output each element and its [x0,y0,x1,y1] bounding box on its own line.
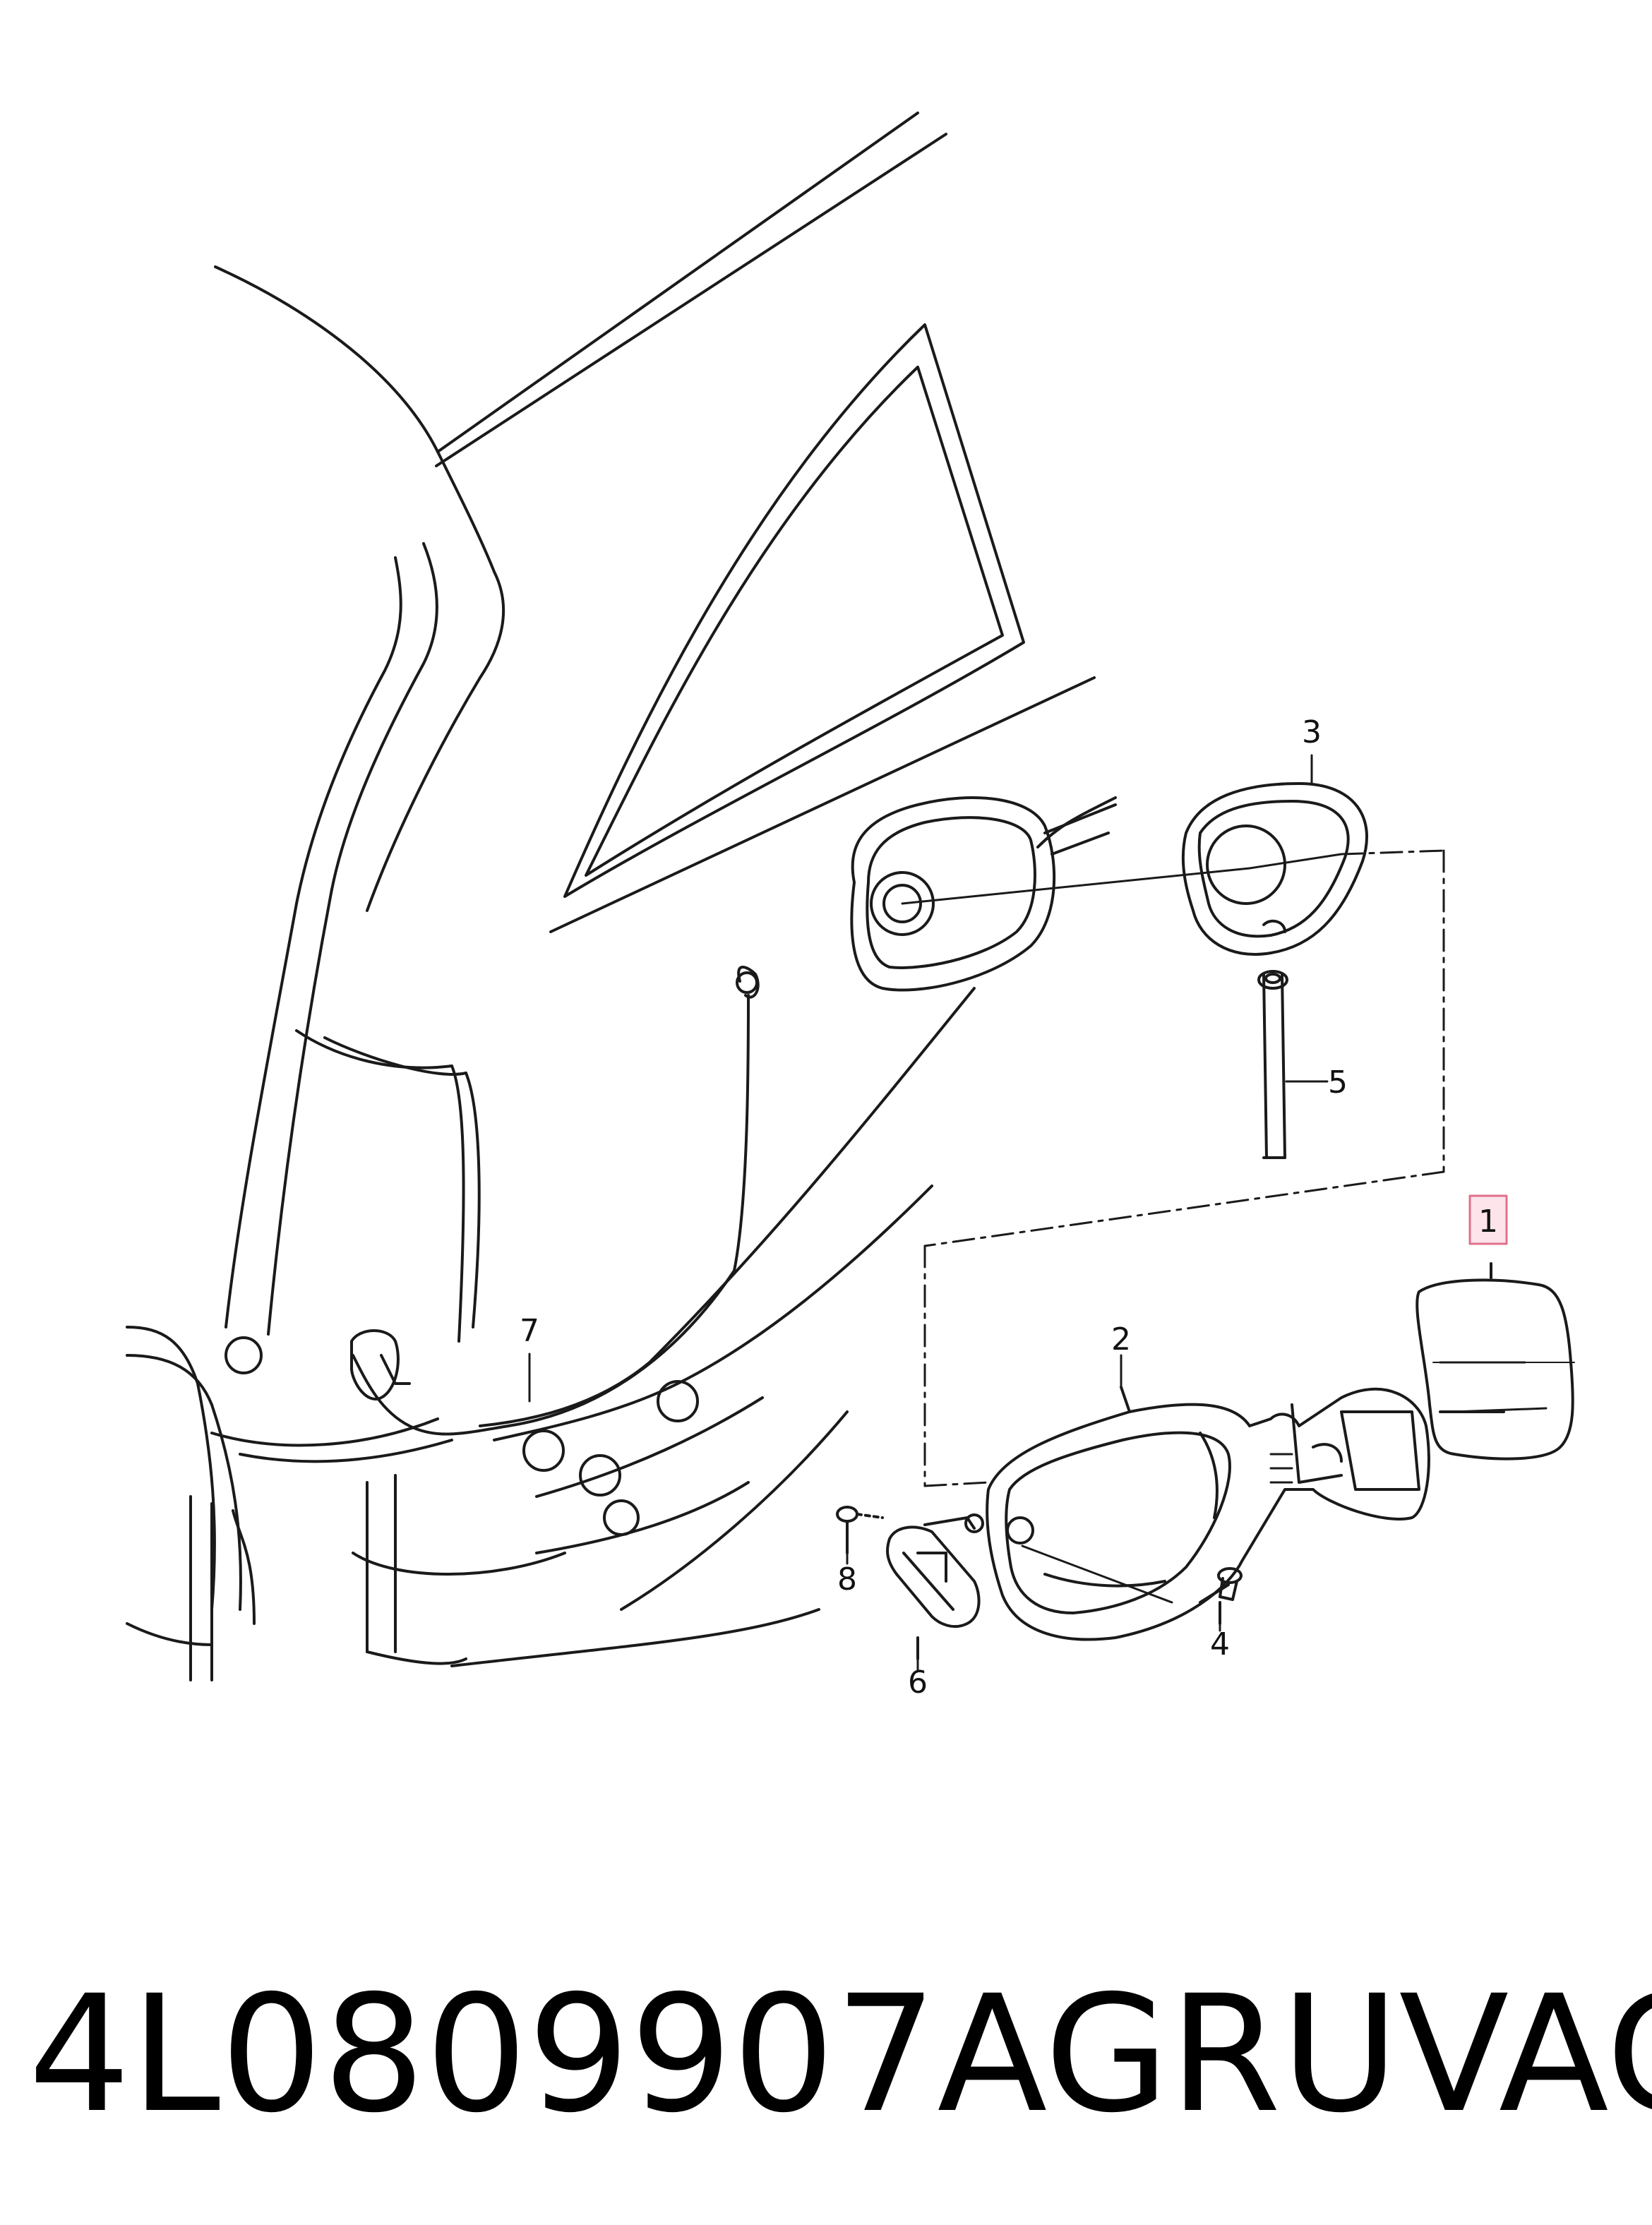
flap-housing-part [986,1386,1430,1641]
callout-8: 8 [837,1561,857,1597]
callout-5: 5 [1328,1064,1348,1100]
callout-labels: 1 2 3 4 5 6 7 8 [520,714,1508,1701]
callout-1: 1 [1478,1204,1498,1240]
callout-2: 2 [1111,1321,1131,1357]
brand-name: VAG [1399,1960,1652,2148]
filler-housing-upper [850,796,1117,992]
leader-lines [901,754,1445,1487]
callout-leaders [528,1353,1221,1671]
drain-hose-part [350,966,760,1436]
exploded-parts-diagram: 1 2 3 4 5 6 7 8 [126,112,1575,1701]
callout-4: 4 [1210,1626,1230,1662]
clip-part [1217,1567,1243,1625]
fuel-flap-part [1415,1262,1575,1461]
actuator-part [886,1513,984,1660]
callout-7: 7 [520,1313,539,1349]
screw-part [836,1506,884,1554]
part-footer: 4L0809907AGRU VAG [28,1948,1652,2160]
callout-3: 3 [1302,714,1322,750]
part-number: 4L0809907AGRU [28,1960,1399,2148]
vehicle-body-outline [126,112,1117,1681]
callout-6: 6 [908,1665,928,1701]
drain-rod-part [1257,970,1288,1159]
callout-1-highlight [1468,1194,1508,1245]
filler-neck-part [1181,782,1368,956]
